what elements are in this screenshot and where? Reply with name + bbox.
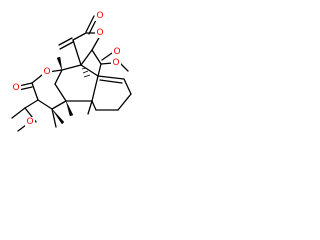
bond-ester-3 [18, 82, 33, 87]
wedge-bond-2 [65, 100, 74, 117]
bond-ester-7 [51, 108, 57, 128]
atom-o-right-methoxy: O [112, 58, 119, 68]
atom-o-ester-link: O [43, 67, 50, 77]
bond-right-3 [97, 63, 102, 77]
bonds [11, 15, 132, 132]
bond-ring-5 [91, 100, 97, 111]
bond-ester-3b [18, 86, 33, 91]
bond-core-2 [54, 69, 63, 85]
bond-methylene-2 [58, 37, 73, 46]
bond-ring-1b [99, 79, 123, 84]
hash-bond-1 [81, 67, 87, 70]
atom-o-top-carbonyl: O [96, 11, 103, 21]
bond-lactone-4 [91, 35, 101, 51]
atom-o-bottom-left: O [26, 117, 33, 127]
atom-o-lactone-ring: O [96, 28, 103, 38]
atom-labels: O O O O O O O [11, 11, 122, 127]
bond-core-6 [80, 64, 99, 77]
bond-core-5 [91, 75, 99, 102]
bond-right-1 [91, 49, 102, 65]
bond-right-4 [119, 62, 129, 72]
bond-ring-3 [117, 93, 132, 111]
bond-lactone-6 [72, 39, 82, 66]
bond-lower-1 [24, 99, 39, 109]
stereo-bonds [51, 56, 91, 125]
bond-core-1 [61, 64, 82, 71]
wedge-bond-1 [56, 56, 63, 71]
bond-right-5 [101, 52, 113, 61]
bond-ring-1 [97, 75, 125, 80]
hash-bond-3 [83, 74, 91, 78]
bond-ring-6 [87, 100, 93, 115]
bond-lower-4 [11, 107, 26, 119]
atom-o-right-carbonyl: O [113, 47, 120, 57]
bond-ester-2 [31, 74, 43, 84]
molecule-structure: O O O O O O O [11, 11, 132, 132]
bond-ester-4 [31, 82, 39, 101]
bond-lactone-3 [85, 15, 95, 33]
atom-o-left-carbonyl: O [12, 83, 19, 93]
bond-methylene-1 [59, 41, 74, 50]
wedge-bond-3 [51, 108, 65, 125]
bond-ester-6 [51, 100, 67, 110]
bond-core-3 [54, 83, 67, 102]
bond-lactone-5 [80, 49, 93, 66]
bond-ester-5 [37, 99, 53, 110]
bond-lactone-1 [72, 32, 87, 41]
hash-bond-2 [82, 70, 89, 74]
bond-ring-2 [123, 78, 132, 95]
